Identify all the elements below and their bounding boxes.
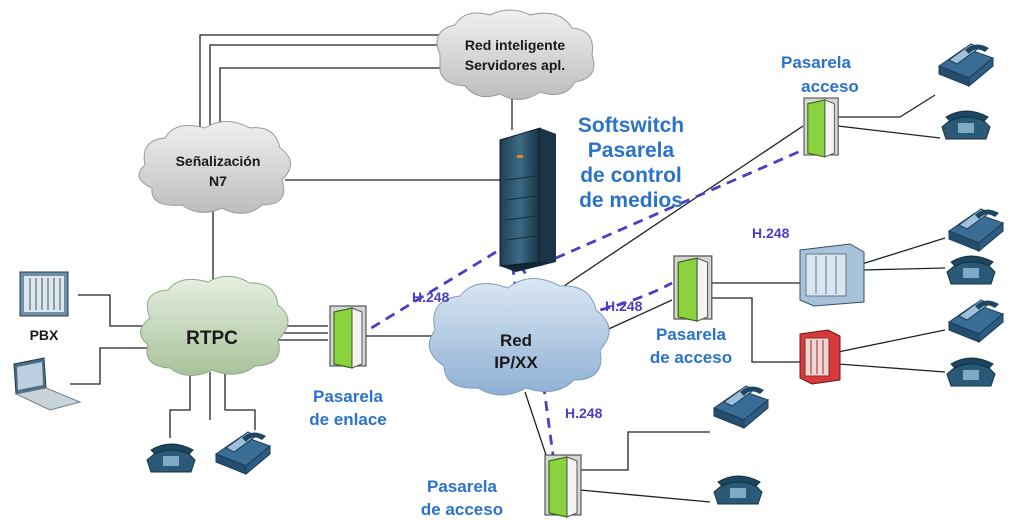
access-gateway-mid-label-2: de acceso [650,348,732,367]
lower-fax-icon [948,299,1004,343]
top-fax-icon [938,43,994,87]
access-gateway-top-label-2: acceso [801,77,859,96]
signaling-label-2: N7 [209,173,227,189]
trunk-gateway-label-2: de enlace [309,410,387,429]
access-gateway-mid-label-1: Pasarela [656,325,726,344]
intelligent-network-label-2: Servidores apl. [465,57,565,73]
access-gateway-bottom-icon [544,454,582,518]
h248-label-right: H.248 [752,225,790,241]
softswitch-label-3: de control [580,164,682,187]
rtpc-phone-icon [146,443,196,473]
top-phone-icon [941,110,991,140]
bottom-phone-icon [713,475,763,505]
ip-network-cloud: Red IP/XX [428,278,610,396]
access-gateway-top-icon [803,97,839,158]
access-gateway-mid-icon [673,255,713,322]
connection-lines [70,34,946,503]
mid-fax-icon [948,208,1004,252]
h248-label-center: H.248 [605,298,643,314]
red-cabinet-icon [799,329,841,385]
rtpc-fax-icon [215,431,271,475]
access-gateway-top-label-1: Pasarela [781,53,851,72]
softswitch-label-2: Pasarela [588,139,675,162]
h248-label-left: H.248 [412,289,450,305]
pstn-label: RTPC [186,328,238,349]
trunk-gateway-label-1: Pasarela [313,387,383,406]
ip-network-label-2: IP/XX [494,353,538,372]
softswitch-server [499,127,556,272]
h248-label-bottom: H.248 [565,405,603,421]
pstn-cloud: RTPC [140,275,289,376]
trunk-gateway-icon [329,305,367,369]
softswitch-label-4: de medios [579,189,683,212]
bottom-fax-icon [713,385,769,429]
signaling-cloud: Señalización N7 [138,121,291,214]
mid-pbx-cabinet-icon [799,243,865,307]
signaling-label-1: Señalización [176,153,261,169]
lower-phone-icon [946,357,996,387]
pbx-icon [19,271,69,317]
pbx-label: PBX [30,327,59,343]
intelligent-network-cloud: Red inteligente Servidores apl. [436,9,595,100]
softswitch-label: Softswitch Pasarela de control de medios [578,114,684,212]
laptop-icon [13,357,82,411]
intelligent-network-label-1: Red inteligente [465,37,566,53]
mid-phone-icon [946,255,996,285]
softswitch-label-1: Softswitch [578,114,684,137]
access-gateway-bottom-label-2: de acceso [421,500,503,519]
access-gateway-bottom-label-1: Pasarela [427,477,497,496]
ip-network-label-1: Red [500,331,532,350]
